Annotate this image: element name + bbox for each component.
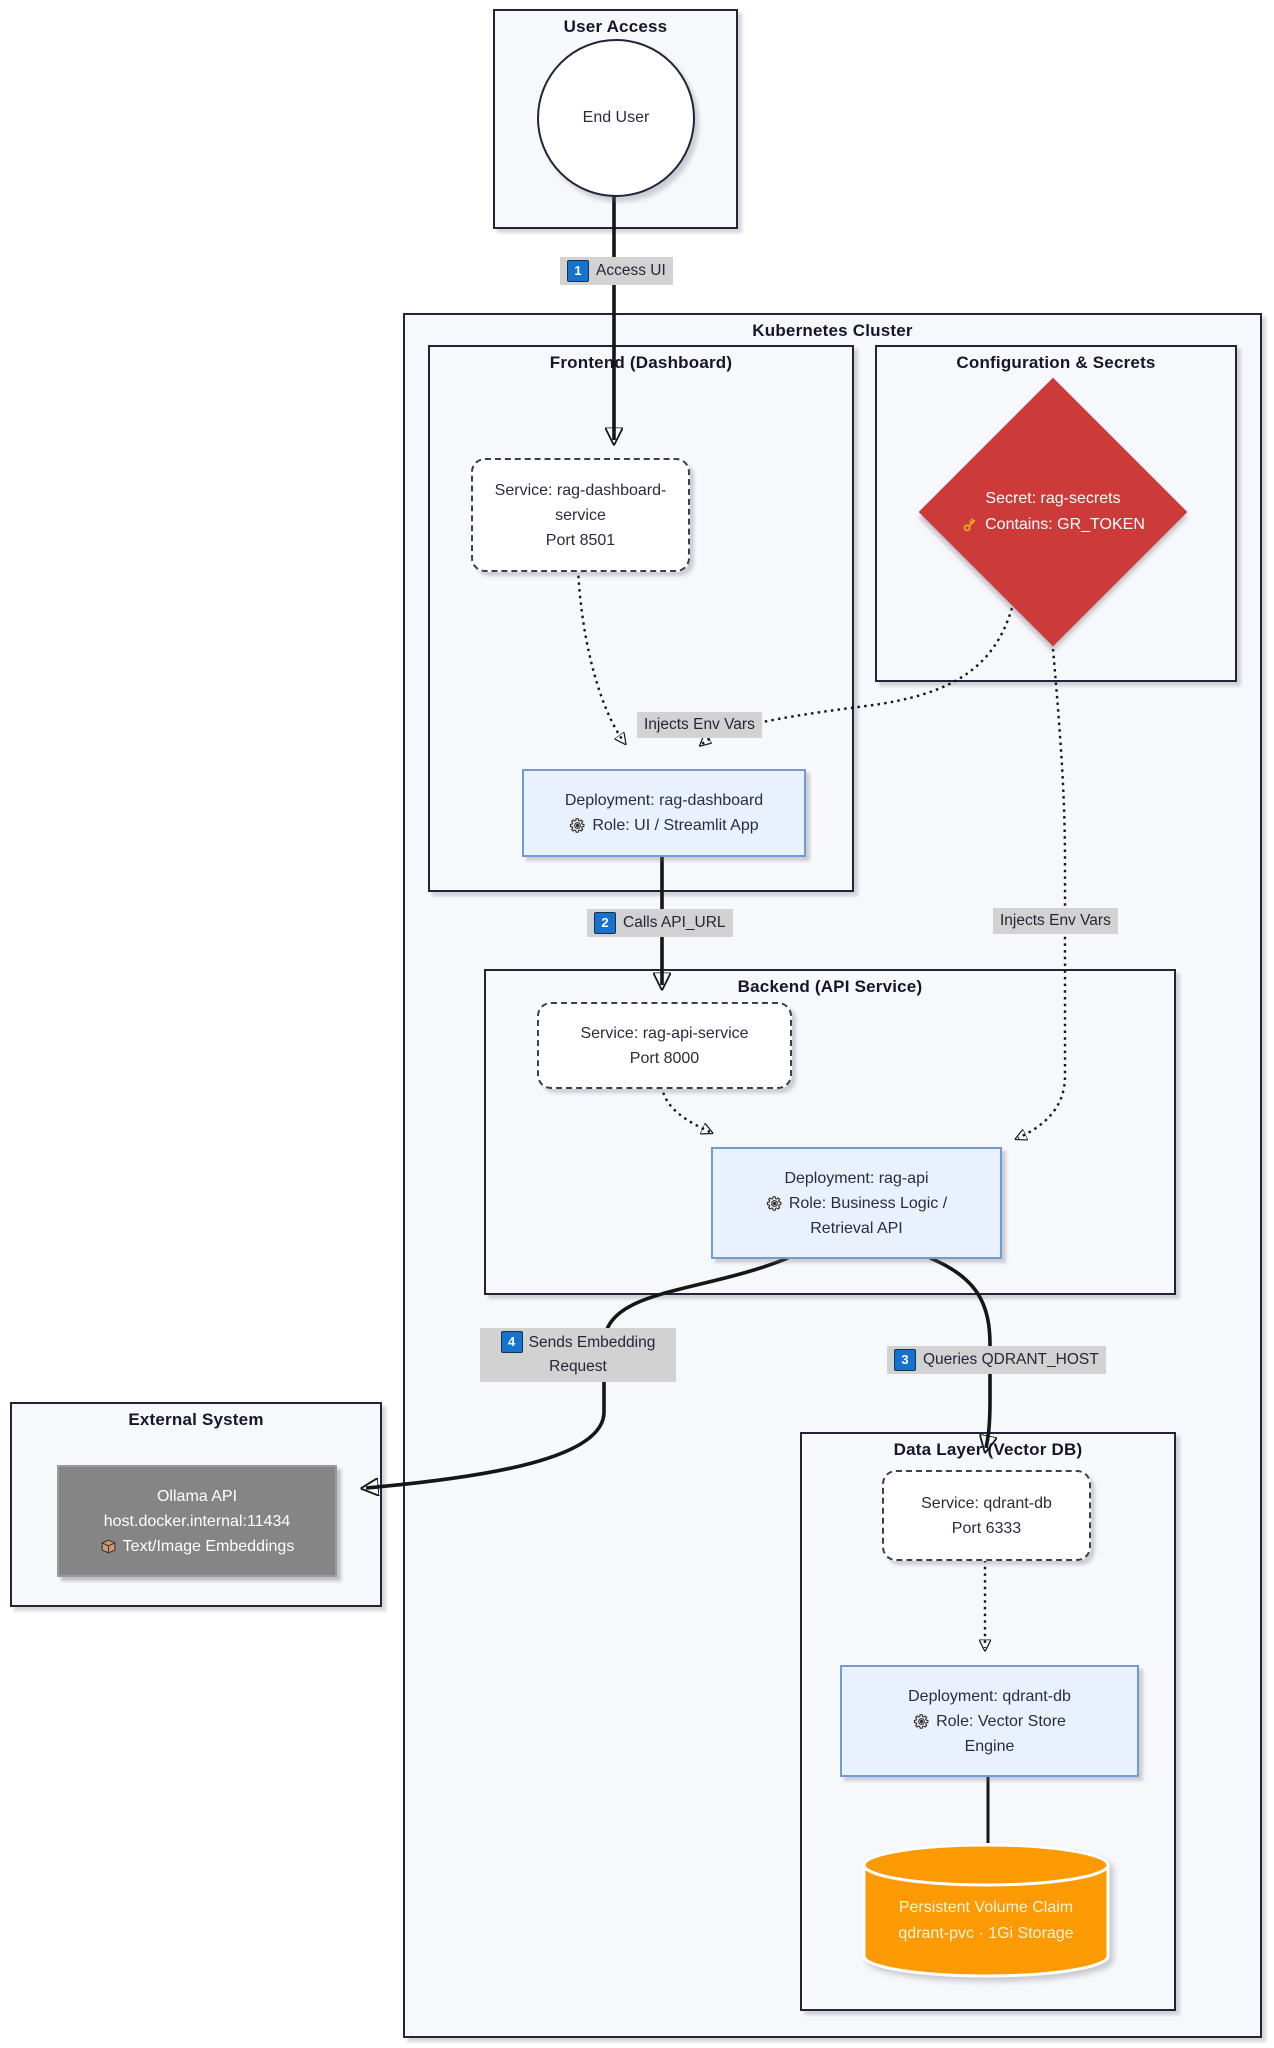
node-text: Secret: rag-secrets xyxy=(985,490,1121,507)
group-title: User Access xyxy=(563,17,668,36)
gear-icon xyxy=(569,817,586,834)
key-icon xyxy=(961,516,979,534)
group-title: Configuration & Secrets xyxy=(956,353,1156,372)
edge-label-text: Access UI xyxy=(596,262,666,279)
group-title: Data Layer (Vector DB) xyxy=(893,1440,1083,1459)
node-text: service xyxy=(555,506,606,524)
group-title: Frontend (Dashboard) xyxy=(549,353,733,372)
step-number-chip: 1 xyxy=(567,260,589,282)
node-text: Engine xyxy=(964,1737,1015,1755)
deployment-qdrant-db-node: Deployment: qdrant-db Role: Vector Store… xyxy=(840,1665,1139,1777)
edge-label-queries-qdrant-host: 3 Queries QDRANT_HOST xyxy=(887,1346,1106,1374)
step-number-chip: 4 xyxy=(500,1330,523,1353)
deployment-rag-api-node: Deployment: rag-api Role: Business Logic… xyxy=(711,1147,1002,1259)
secret-rag-secrets-text: Secret: rag-secrets Contains: GR_TOKEN xyxy=(913,486,1193,538)
group-title: Backend (API Service) xyxy=(737,977,923,996)
node-text: Persistent Volume Claim xyxy=(898,1899,1074,1916)
end-user-node: End User xyxy=(537,39,695,197)
pvc-cylinder-node: Persistent Volume Claim qdrant-pvc · 1Gi… xyxy=(862,1843,1110,1980)
node-text: Port 6333 xyxy=(951,1519,1022,1537)
node-text: Deployment: rag-dashboard xyxy=(564,792,764,809)
service-rag-api-node: Service: rag-api-service Port 8000 xyxy=(537,1002,792,1089)
node-text: qdrant-pvc · 1Gi Storage xyxy=(898,1925,1074,1942)
node-text: Port 8000 xyxy=(629,1049,700,1067)
node-text: Deployment: rag-api xyxy=(784,1169,929,1187)
edge-label-injects-env-vars-frontend: Injects Env Vars xyxy=(637,712,762,738)
node-text: Role: Business Logic / xyxy=(788,1194,948,1212)
ollama-api-node: Ollama API host.docker.internal:11434 Te… xyxy=(57,1465,337,1577)
package-icon xyxy=(100,1538,117,1555)
service-qdrant-db-node: Service: qdrant-db Port 6333 xyxy=(882,1470,1091,1561)
node-text: Role: Vector Store xyxy=(936,1712,1066,1730)
edge-label-calls-api-url: 2 Calls API_URL xyxy=(587,909,733,937)
edge-label-text: Queries QDRANT_HOST xyxy=(923,1351,1099,1368)
node-text: Deployment: qdrant-db xyxy=(908,1687,1071,1705)
step-number-chip: 2 xyxy=(594,912,616,934)
node-text: Retrieval API xyxy=(810,1219,903,1237)
edge-label-injects-env-vars-backend: Injects Env Vars xyxy=(993,908,1118,934)
deployment-rag-dashboard-node: Deployment: rag-dashboard Role: UI / Str… xyxy=(522,769,806,857)
node-text: Service: rag-dashboard- xyxy=(494,481,667,499)
edge-label-text: Calls API_URL xyxy=(623,914,726,931)
edge-label-text: Injects Env Vars xyxy=(644,716,755,733)
node-text: Service: rag-api-service xyxy=(580,1024,749,1042)
service-rag-dashboard-node: Service: rag-dashboard- service Port 850… xyxy=(471,458,690,572)
edge-label-access-ui: 1 Access UI xyxy=(560,257,673,285)
node-text: Contains: GR_TOKEN xyxy=(985,516,1145,533)
gear-icon xyxy=(766,1195,783,1212)
edge-label-text: Injects Env Vars xyxy=(1000,912,1111,929)
group-title: Kubernetes Cluster xyxy=(752,321,913,340)
node-text: End User xyxy=(582,109,650,126)
node-text: Ollama API xyxy=(156,1487,238,1505)
step-number-chip: 3 xyxy=(894,1349,916,1371)
node-text: Role: UI / Streamlit App xyxy=(592,817,759,834)
node-text: Service: qdrant-db xyxy=(921,1494,1052,1512)
gear-icon xyxy=(913,1713,930,1730)
group-title: External System xyxy=(128,1410,264,1429)
node-text: host.docker.internal:11434 xyxy=(103,1512,291,1530)
edge-label-text: Sends Embedding Request xyxy=(528,1334,656,1375)
node-text: Text/Image Embeddings xyxy=(122,1537,295,1555)
node-text: Port 8501 xyxy=(545,531,616,549)
